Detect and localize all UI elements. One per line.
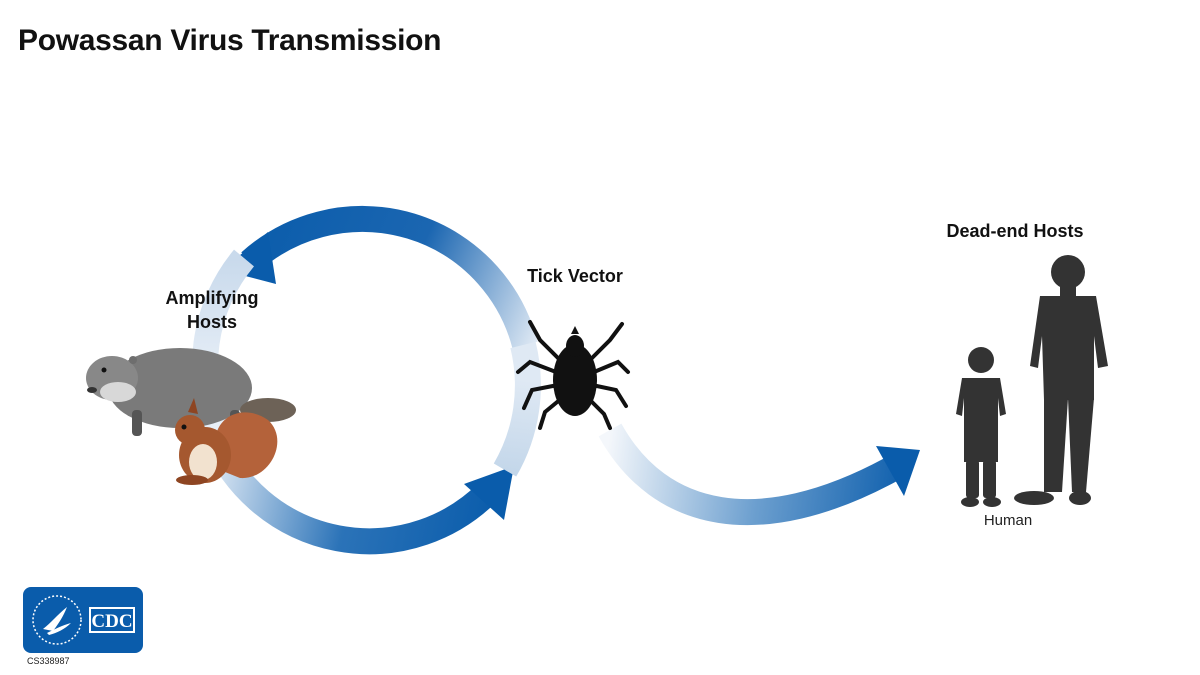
hhs-eagle-icon <box>32 595 82 645</box>
dead-end-arrowhead <box>876 446 920 496</box>
squirrel-icon <box>175 398 278 485</box>
cycle-arrowhead-right <box>464 466 514 520</box>
page-title: Powassan Virus Transmission <box>18 24 442 57</box>
dead-end-arrow <box>598 423 897 526</box>
tick-icon <box>516 320 630 430</box>
cdc-wordmark: CDC <box>89 607 135 633</box>
child-silhouette-icon <box>956 347 1006 507</box>
cdc-logo[interactable]: CDC <box>23 587 143 653</box>
dead-end-hosts-label: Dead-end Hosts <box>946 221 1084 241</box>
adult-silhouette-icon <box>1014 255 1108 505</box>
cycle-arrow-bottom <box>203 434 498 555</box>
cycle-arc-right <box>493 341 541 477</box>
human-label: Human <box>983 512 1033 529</box>
tick-vector-label: Tick Vector <box>527 266 623 286</box>
cycle-arrow-top <box>241 205 538 349</box>
document-code: CS338987 <box>27 656 70 666</box>
amplifying-hosts-label: Amplifying Hosts <box>165 288 259 332</box>
